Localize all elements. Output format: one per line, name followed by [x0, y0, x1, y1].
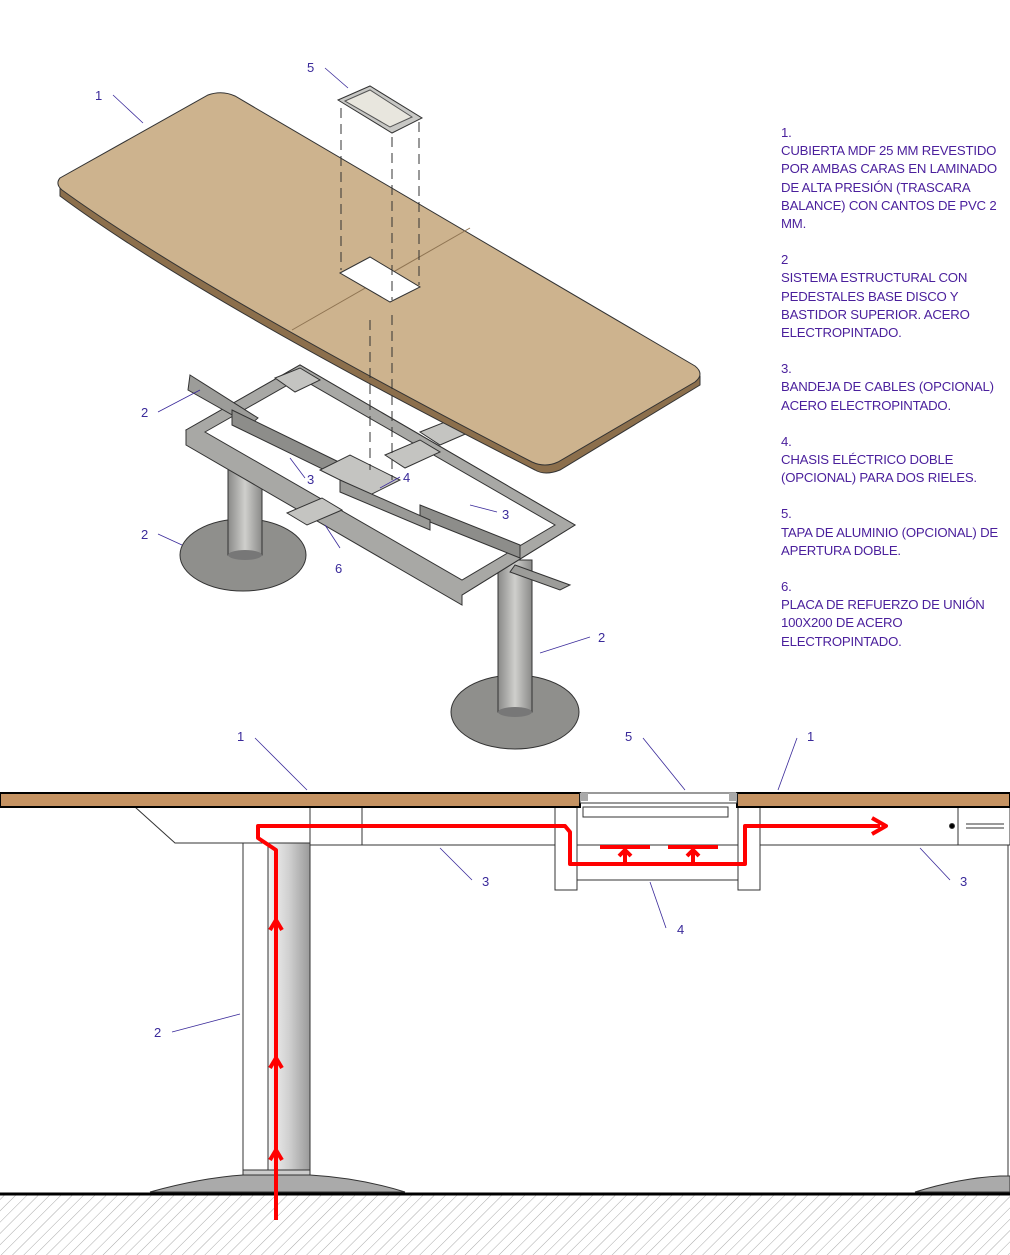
note-text: BANDEJA DE CABLES (OPCIONAL) ACERO ELECT… — [781, 379, 994, 413]
note-number: 5. — [781, 506, 792, 522]
note-text: TAPA DE ALUMINIO (OPCIONAL) DE APERTURA … — [781, 524, 999, 558]
note-text: CHASIS ELÉCTRICO DOBLE (OPCIONAL) PARA D… — [781, 452, 977, 486]
callout-1b: 1 — [807, 729, 814, 744]
callout-1: 1 — [237, 729, 244, 744]
callout-3: 3 — [482, 874, 489, 889]
note-3: 3. BANDEJA DE CABLES (OPCIONAL) ACERO ELE… — [781, 360, 1006, 415]
callout-3b: 3 — [960, 874, 967, 889]
callout-5: 5 — [625, 729, 632, 744]
callout-2: 2 — [154, 1025, 161, 1040]
iso-dashed-guides — [340, 108, 420, 480]
callout-1: 1 — [95, 88, 102, 103]
iso-cover-lid — [336, 85, 424, 134]
iso-frame — [185, 364, 576, 606]
section-floor — [0, 1192, 1010, 1255]
note-number: 2 — [781, 252, 789, 268]
callout-5: 5 — [307, 60, 314, 75]
callout-2b: 2 — [141, 527, 148, 542]
section-frame — [133, 806, 1010, 891]
section-leader-lines — [171, 737, 951, 1033]
iso-tabletop — [57, 92, 701, 474]
callout-4: 4 — [403, 470, 410, 485]
note-1: 1. CUBIERTA MDF 25 MM REVESTIDO POR AMBAS… — [781, 124, 1006, 233]
note-text: CUBIERTA MDF 25 MM REVESTIDO POR AMBAS C… — [781, 143, 997, 232]
iso-leader-lines — [112, 67, 591, 654]
iso-pedestal-right — [450, 559, 580, 750]
note-number: 4. — [781, 433, 792, 449]
section-pedestal-right — [914, 845, 1010, 1193]
note-number: 3. — [781, 361, 792, 377]
callout-2: 2 — [141, 405, 148, 420]
note-text: SISTEMA ESTRUCTURAL CON PEDESTALES BASE … — [781, 270, 970, 341]
callout-2c: 2 — [598, 630, 605, 645]
cable-route-icon — [256, 816, 888, 1220]
section-tabletop — [0, 792, 1010, 808]
iso-callouts: 5 1 2 3 4 3 2 6 2 — [95, 60, 605, 645]
notes-legend: 1. CUBIERTA MDF 25 MM REVESTIDO POR AMBAS… — [781, 124, 1006, 669]
section-callouts: 1 5 1 3 4 3 2 — [154, 729, 967, 1040]
callout-3: 3 — [307, 472, 314, 487]
note-5: 5. TAPA DE ALUMINIO (OPCIONAL) DE APERTUR… — [781, 505, 1006, 560]
callout-3b: 3 — [502, 507, 509, 522]
callout-4: 4 — [677, 922, 684, 937]
note-number: 6. — [781, 579, 792, 595]
note-6: 6. PLACA DE REFUERZO DE UNIÓN 100X200 DE … — [781, 578, 1006, 651]
note-4: 4. CHASIS ELÉCTRICO DOBLE (OPCIONAL) PARA… — [781, 433, 1006, 488]
callout-6: 6 — [335, 561, 342, 576]
note-number: 1. — [781, 125, 792, 140]
note-text: PLACA DE REFUERZO DE UNIÓN 100X200 DE AC… — [781, 597, 985, 649]
